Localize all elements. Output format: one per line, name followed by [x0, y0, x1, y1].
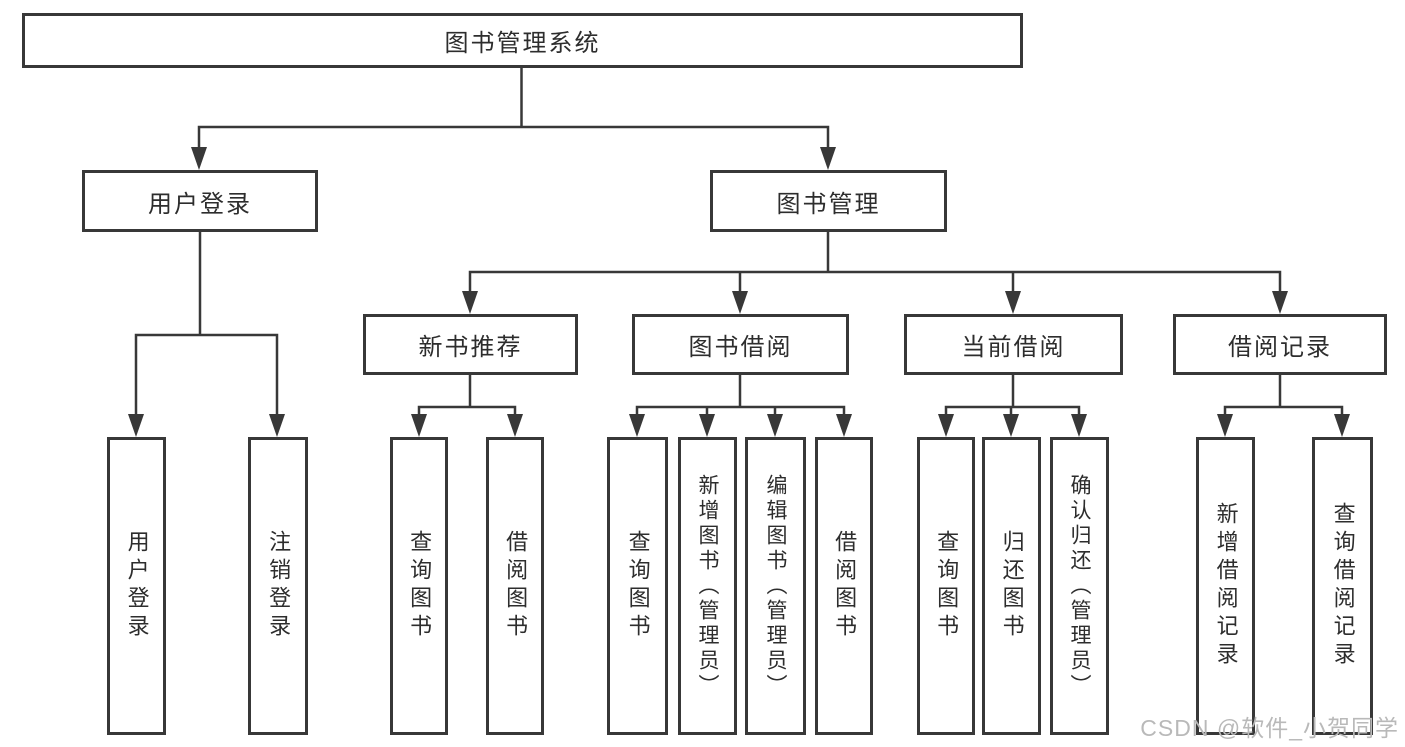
- node-user-login: 用户登录: [82, 170, 318, 232]
- node-label: 当前借阅: [961, 334, 1066, 361]
- node-leaf-query-books-borrowing: 查询图书: [607, 437, 668, 735]
- csdn-watermark: CSDN @软件_小贺同学: [1140, 715, 1399, 741]
- node-leaf-confirm-return-admin: 确认归还（管理员）: [1050, 437, 1109, 735]
- node-leaf-query-books-current: 查询图书: [917, 437, 975, 735]
- node-label: 新增借阅记录: [1213, 502, 1239, 670]
- node-label: 用户登录: [124, 530, 150, 642]
- node-leaf-edit-books-admin: 编辑图书（管理员）: [745, 437, 806, 735]
- node-label: 查询图书: [625, 530, 651, 642]
- node-label: 借阅记录: [1228, 334, 1332, 361]
- node-current-borrowing: 当前借阅: [904, 314, 1123, 375]
- node-label: 确认归还（管理员）: [1068, 473, 1092, 699]
- node-label: 用户登录: [148, 190, 252, 218]
- node-leaf-logout: 注销登录: [248, 437, 308, 735]
- node-book-borrowing: 图书借阅: [632, 314, 849, 375]
- node-label: 注销登录: [266, 530, 292, 642]
- node-label: 图书管理系统: [444, 30, 601, 57]
- node-label: 借阅图书: [832, 530, 858, 642]
- node-new-book-recommend: 新书推荐: [363, 314, 578, 375]
- node-leaf-query-borrow-record: 查询借阅记录: [1312, 437, 1373, 735]
- node-label: 新书推荐: [418, 334, 523, 361]
- node-borrowing-records: 借阅记录: [1173, 314, 1387, 375]
- node-label: 归还图书: [999, 530, 1025, 642]
- node-label: 借阅图书: [503, 530, 529, 642]
- node-label: 查询图书: [934, 530, 960, 642]
- node-leaf-borrow-books-borrowing: 借阅图书: [815, 437, 873, 735]
- node-label: 图书管理: [776, 190, 881, 218]
- node-label: 新增图书（管理员）: [696, 473, 720, 699]
- node-leaf-user-login: 用户登录: [107, 437, 166, 735]
- node-leaf-add-books-admin: 新增图书（管理员）: [678, 437, 737, 735]
- node-leaf-query-books-recommend: 查询图书: [390, 437, 448, 735]
- node-label: 图书借阅: [688, 334, 793, 361]
- node-label: 编辑图书（管理员）: [764, 473, 788, 699]
- node-book-management: 图书管理: [710, 170, 947, 232]
- arrowheads: [128, 147, 1350, 437]
- node-leaf-return-books: 归还图书: [982, 437, 1041, 735]
- node-leaf-borrow-books-recommend: 借阅图书: [486, 437, 544, 735]
- node-library-management-system: 图书管理系统: [22, 13, 1023, 68]
- node-leaf-add-borrow-record: 新增借阅记录: [1196, 437, 1255, 735]
- node-label: 查询借阅记录: [1330, 502, 1356, 670]
- node-label: 查询图书: [407, 530, 433, 642]
